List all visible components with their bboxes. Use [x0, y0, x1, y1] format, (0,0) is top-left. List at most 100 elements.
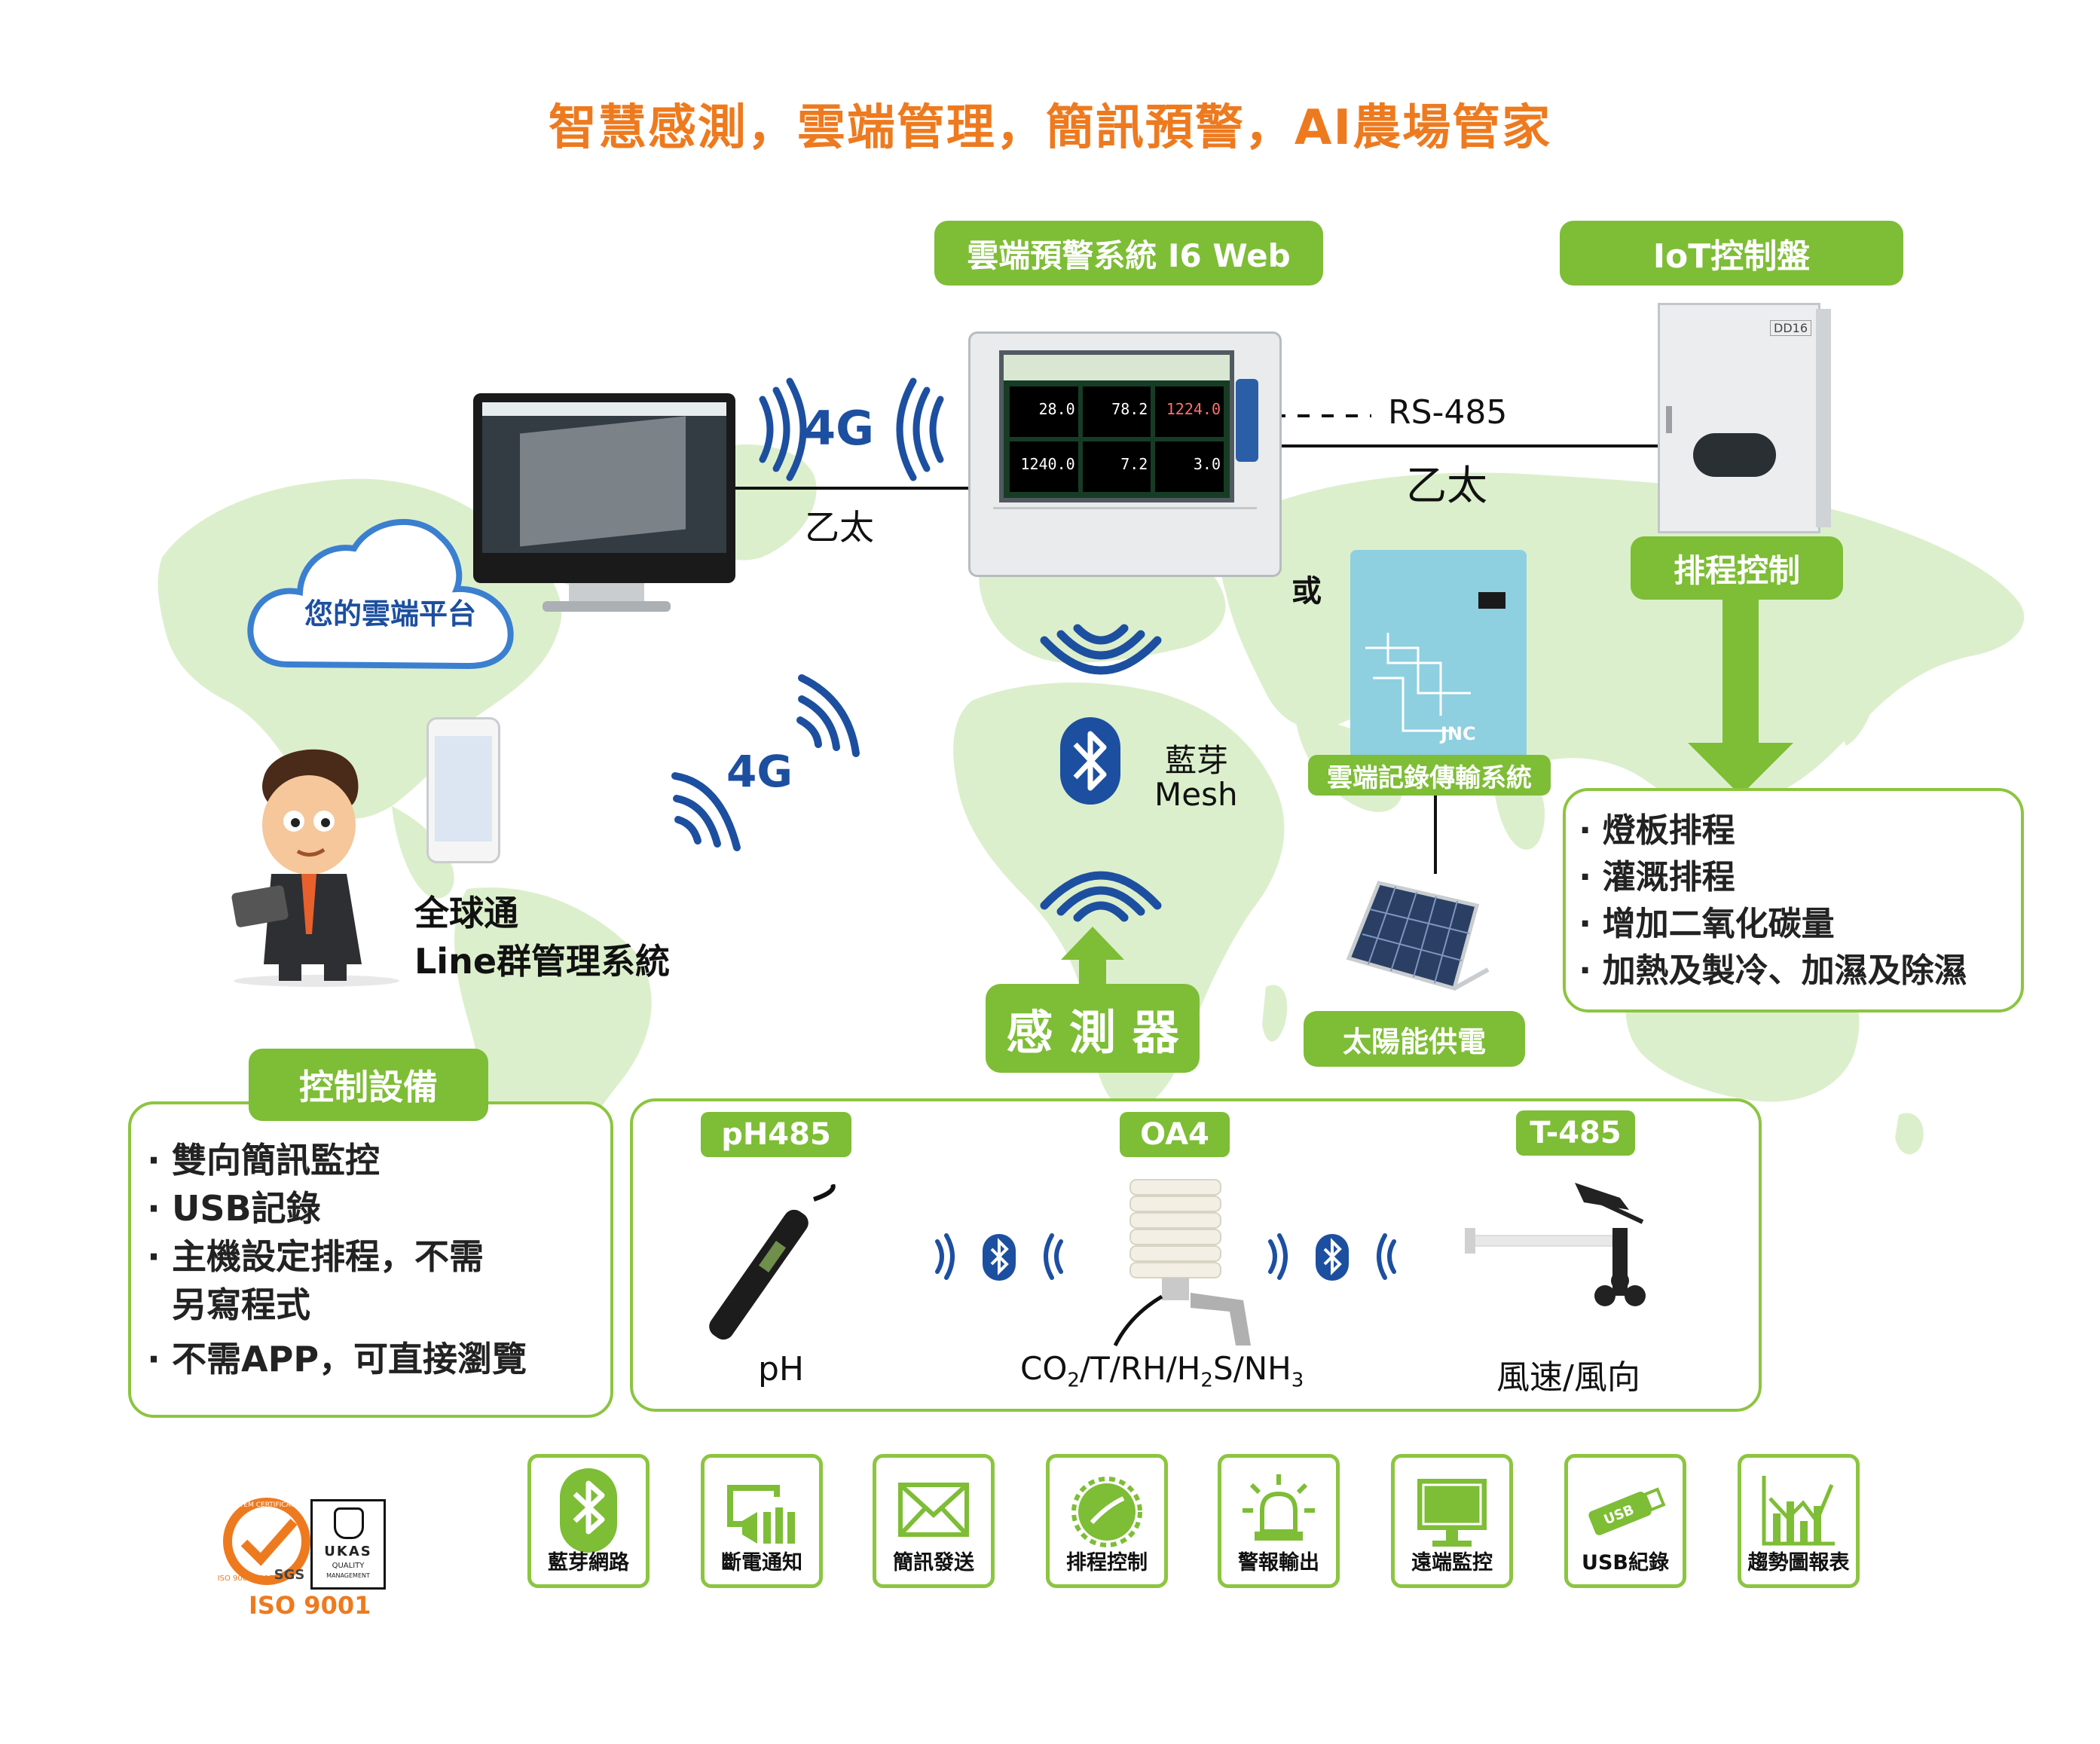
- iot-panel-indicators: [1693, 433, 1776, 477]
- sensor-tag-ph485: pH485: [701, 1112, 851, 1157]
- schedule-item: ‧ 燈板排程: [1579, 811, 1735, 850]
- feature-remote-monitoring: 遠端監控: [1391, 1454, 1513, 1588]
- ukas-text: UKAS: [324, 1544, 372, 1559]
- caption-sub: 3: [1291, 1369, 1304, 1392]
- sgs-text: SGS: [274, 1567, 305, 1583]
- caption-sub: 2: [1200, 1369, 1213, 1392]
- caption-part: S/NH: [1212, 1350, 1291, 1387]
- bluetooth-mesh-label-1: 藍芽: [1165, 742, 1229, 779]
- bluetooth-icon: [560, 1468, 617, 1553]
- envelope-icon: [898, 1483, 969, 1537]
- sensor-caption-wind: 風速/風向: [1496, 1358, 1640, 1397]
- reading-cell: 7.2: [1082, 441, 1151, 492]
- feature-usb-record: USB USB紀錄: [1564, 1454, 1686, 1588]
- iot-panel-label: IoT控制盤: [1560, 221, 1903, 286]
- oa4-sensor: [1113, 1179, 1251, 1347]
- cloud-label: 您的雲端平台: [304, 597, 477, 631]
- sensor-label: 感 測 器: [986, 984, 1200, 1073]
- schedule-item: ‧ 增加二氧化碳量: [1579, 905, 1835, 943]
- line-label-2: Line群管理系統: [414, 941, 671, 982]
- solar-power-label: 太陽能供電: [1304, 1011, 1525, 1067]
- sensor-tag-t485: T-485: [1516, 1110, 1635, 1156]
- sgs-ring-text: SYSTEM CERTIFICATION: [227, 1501, 307, 1509]
- iot-panel-tag: DD16: [1770, 320, 1811, 336]
- control-items-list: ‧ 雙向簡訊監控 ‧ USB記錄 ‧ 主機設定排程，不需 另寫程式 ‧ 不需AP…: [148, 1136, 527, 1383]
- mesh-waves-top: [1040, 624, 1162, 675]
- caption-part: CO: [1020, 1350, 1068, 1387]
- trend-chart-icon: [1762, 1476, 1835, 1546]
- feature-alarm-output: 警報輸出: [1218, 1454, 1340, 1588]
- feature-label: 警報輸出: [1238, 1551, 1319, 1574]
- schedule-items-list: ‧ 燈板排程 ‧ 灌溉排程 ‧ 增加二氧化碳量 ‧ 加熱及製冷、加濕及除濕: [1579, 808, 1967, 994]
- schedule-item: ‧ 加熱及製冷、加濕及除濕: [1579, 951, 1967, 990]
- page-title: 智慧感測，雲端管理，簡訊預警，AI農場管家: [548, 100, 1552, 156]
- power-outage-icon: [727, 1485, 795, 1544]
- reading-cell: 3.0: [1155, 441, 1224, 492]
- cloud-logger-label: 雲端記錄傳輸系統: [1308, 755, 1551, 796]
- ph-probe: [709, 1184, 836, 1340]
- sensor-tag-oa4: OA4: [1120, 1112, 1230, 1157]
- schedule-item: ‧ 灌溉排程: [1579, 858, 1735, 896]
- feature-bluetooth-network: 藍芽網路: [527, 1454, 650, 1588]
- mesh-waves-bottom: [1040, 871, 1162, 922]
- smartphone: [426, 717, 500, 863]
- line-label-1: 全球通: [414, 893, 518, 933]
- label-4g-top: 4G: [803, 401, 875, 456]
- iso-label: ISO 9001: [249, 1591, 371, 1620]
- i6web-device: 28.0 78.2 1224.0 1240.0 7.2 3.0: [968, 331, 1282, 577]
- control-item: 另寫程式: [148, 1284, 311, 1325]
- label-or: 或: [1291, 574, 1322, 609]
- i6web-screen: 28.0 78.2 1224.0 1240.0 7.2 3.0: [999, 350, 1234, 502]
- feature-label: 藍芽網路: [548, 1551, 629, 1574]
- feature-label: 趨勢圖報表: [1747, 1551, 1850, 1574]
- bluetooth-link-right: [1268, 1233, 1396, 1281]
- schedule-control-label: 排程控制: [1631, 536, 1843, 600]
- monitor-icon: [1417, 1479, 1487, 1547]
- caption-sub: 2: [1067, 1369, 1080, 1392]
- reading-cell: 28.0: [1010, 386, 1078, 437]
- wind-sensor: [1465, 1183, 1646, 1306]
- label-4g-left: 4G: [726, 746, 793, 797]
- sensor-caption-oa4: CO2/T/RH/H2S/NH3: [1020, 1350, 1304, 1391]
- i6web-label: 雲端預警系統 I6 Web: [934, 221, 1323, 286]
- ukas-logo: UKAS QUALITY MANAGEMENT: [310, 1499, 386, 1590]
- control-item: ‧ 雙向簡訊監控: [148, 1140, 381, 1180]
- sgs-year-text: ISO 9001:2015: [218, 1574, 274, 1583]
- i6web-side-latch: [1236, 379, 1258, 462]
- cloud-logger-device: JNC: [1350, 550, 1527, 759]
- sensor-caption-ph: pH: [758, 1350, 805, 1388]
- monitor-screen: [482, 402, 726, 553]
- feature-schedule-control: 排程控制: [1046, 1454, 1168, 1588]
- control-item: ‧ 不需APP，可直接瀏覽: [148, 1339, 527, 1379]
- feature-label: 排程控制: [1066, 1551, 1148, 1574]
- caption-part: /T/RH/H: [1079, 1350, 1201, 1387]
- usb-drive-icon: USB: [1588, 1487, 1666, 1535]
- control-equipment-box: [128, 1101, 613, 1418]
- monitor: [473, 393, 735, 583]
- sensor-arrow-up: [1061, 927, 1124, 987]
- reading-cell: 78.2: [1082, 386, 1151, 437]
- feature-trend-chart: 趨勢圖報表: [1738, 1454, 1860, 1588]
- label-rs485: RS-485: [1388, 393, 1508, 432]
- reading-cell: 1224.0: [1155, 386, 1224, 437]
- bluetooth-mesh-label-2: Mesh: [1154, 776, 1238, 813]
- monitor-stand: [569, 583, 644, 604]
- solar-panel: [1346, 881, 1490, 991]
- ukas-sub1: QUALITY: [332, 1562, 365, 1570]
- cloud-icon: [247, 518, 514, 670]
- businessman-illustration: [231, 749, 399, 987]
- reading-cell: 1240.0: [1010, 441, 1078, 492]
- reading-grid: 28.0 78.2 1224.0 1240.0 7.2 3.0: [1010, 386, 1224, 492]
- bluetooth-link-left: [935, 1233, 1063, 1281]
- feature-label: 斷電通知: [721, 1551, 802, 1574]
- label-ethernet-left: 乙太: [805, 507, 874, 548]
- feature-label: 簡訊發送: [893, 1551, 974, 1574]
- cloud-logger-brand: JNC: [1441, 723, 1476, 744]
- control-equipment-title: 控制設備: [249, 1049, 488, 1121]
- monitor-base: [543, 601, 671, 612]
- control-item: ‧ 主機設定排程，不需: [148, 1236, 484, 1277]
- gauge-icon: [1071, 1477, 1142, 1547]
- feature-power-failure: 斷電通知: [701, 1454, 823, 1588]
- feature-label: USB紀錄: [1582, 1551, 1669, 1574]
